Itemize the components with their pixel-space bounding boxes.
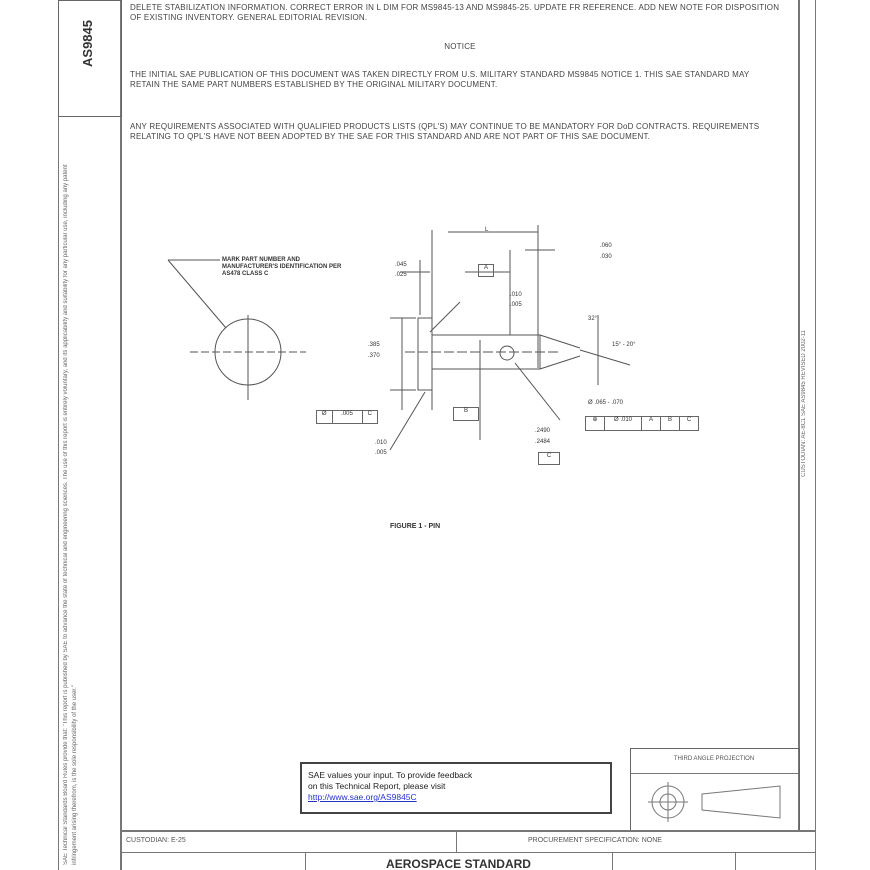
fcf-tolerance: .005 (333, 411, 363, 423)
document-title: AEROSPACE STANDARD (386, 857, 531, 870)
dim-head-dia-min: .370 (368, 353, 380, 359)
divider (456, 830, 457, 852)
feature-control-frame-left: Ø .005 C (316, 410, 378, 424)
dim-radius-min: .005 (375, 450, 387, 456)
feedback-link[interactable]: http://www.sae.org/AS9845C (308, 792, 417, 802)
fcf-datum-c: C (686, 417, 692, 423)
figure-caption: FIGURE 1 - PIN (390, 523, 441, 530)
feature-control-frame-right: ⊕ Ø .010 A B C (585, 416, 699, 431)
dim-shank-dia-min: .2484 (535, 439, 551, 445)
dim-head-thk-max: .045 (395, 262, 407, 268)
custodian: CUSTODIAN: E-25 (126, 837, 186, 844)
doc-id-vertical: AS9845 (80, 20, 95, 67)
outer-right-line (815, 0, 816, 870)
doc-id-box (58, 0, 122, 117)
feedback-box: SAE values your input. To provide feedba… (300, 762, 612, 814)
dim-end-len-min: .030 (600, 254, 612, 260)
title-block-mid-line (120, 852, 816, 853)
fcf-datum-a: A (642, 417, 661, 430)
frame-left-line (120, 0, 122, 870)
third-angle-projection-icon (648, 782, 781, 822)
feedback-line-1: SAE values your input. To provide feedba… (308, 770, 473, 780)
datum-c: C (538, 452, 560, 465)
feedback-line-2: on this Technical Report, please visit (308, 781, 446, 791)
divider (735, 852, 736, 870)
pin-drawing (167, 225, 631, 451)
dim-chamfer-min: .005 (510, 302, 522, 308)
dim-chamfer-max: .010 (510, 292, 522, 298)
datum-b: B (453, 407, 479, 421)
fcf-symbol: Ø (317, 411, 333, 423)
notice-heading: NOTICE (444, 42, 476, 51)
projection-label: THIRD ANGLE PROJECTION (673, 756, 755, 762)
dim-head-thk-min: .025 (395, 272, 407, 278)
dim-hole-dia: Ø .065 - .070 (588, 400, 624, 406)
fcf-tolerance: Ø .010 (605, 417, 642, 430)
title-block-top-line (120, 830, 816, 832)
dim-head-dia-max: .385 (368, 342, 380, 348)
dim-angle-1: 32° (588, 316, 598, 322)
datum-a: A (478, 264, 494, 277)
dim-angle-2: 15° - 20° (612, 342, 636, 348)
dim-L: L (485, 227, 489, 233)
fcf-datum-b: B (661, 417, 680, 430)
projection-divider (630, 773, 798, 774)
legal-disclaimer: SAE Technical Standards Board Rules prov… (63, 164, 78, 865)
fcf-position-symbol: ⊕ (586, 417, 605, 430)
divider (612, 852, 613, 870)
procurement-spec: PROCUREMENT SPECIFICATION: NONE (528, 837, 662, 844)
dim-shank-dia-max: .2490 (535, 428, 551, 434)
left-border-line (58, 0, 59, 870)
revision-note: DELETE STABILIZATION INFORMATION. CORREC… (130, 3, 780, 22)
divider (305, 852, 306, 870)
fcf-datum: C (367, 411, 372, 417)
notice-paragraph-1: THE INITIAL SAE PUBLICATION OF THIS DOCU… (130, 70, 750, 89)
dim-radius-max: .010 (375, 440, 387, 446)
notice-paragraph-2: ANY REQUIREMENTS ASSOCIATED WITH QUALIFI… (130, 122, 760, 141)
frame-right-line (798, 0, 800, 830)
right-margin-text: CUSTODIAN: AE-8C1 SAE AS9845 REVISED 200… (801, 330, 807, 477)
mark-note: MARK PART NUMBER AND MANUFACTURER'S IDEN… (222, 257, 342, 277)
dim-end-len-max: .060 (600, 243, 612, 249)
